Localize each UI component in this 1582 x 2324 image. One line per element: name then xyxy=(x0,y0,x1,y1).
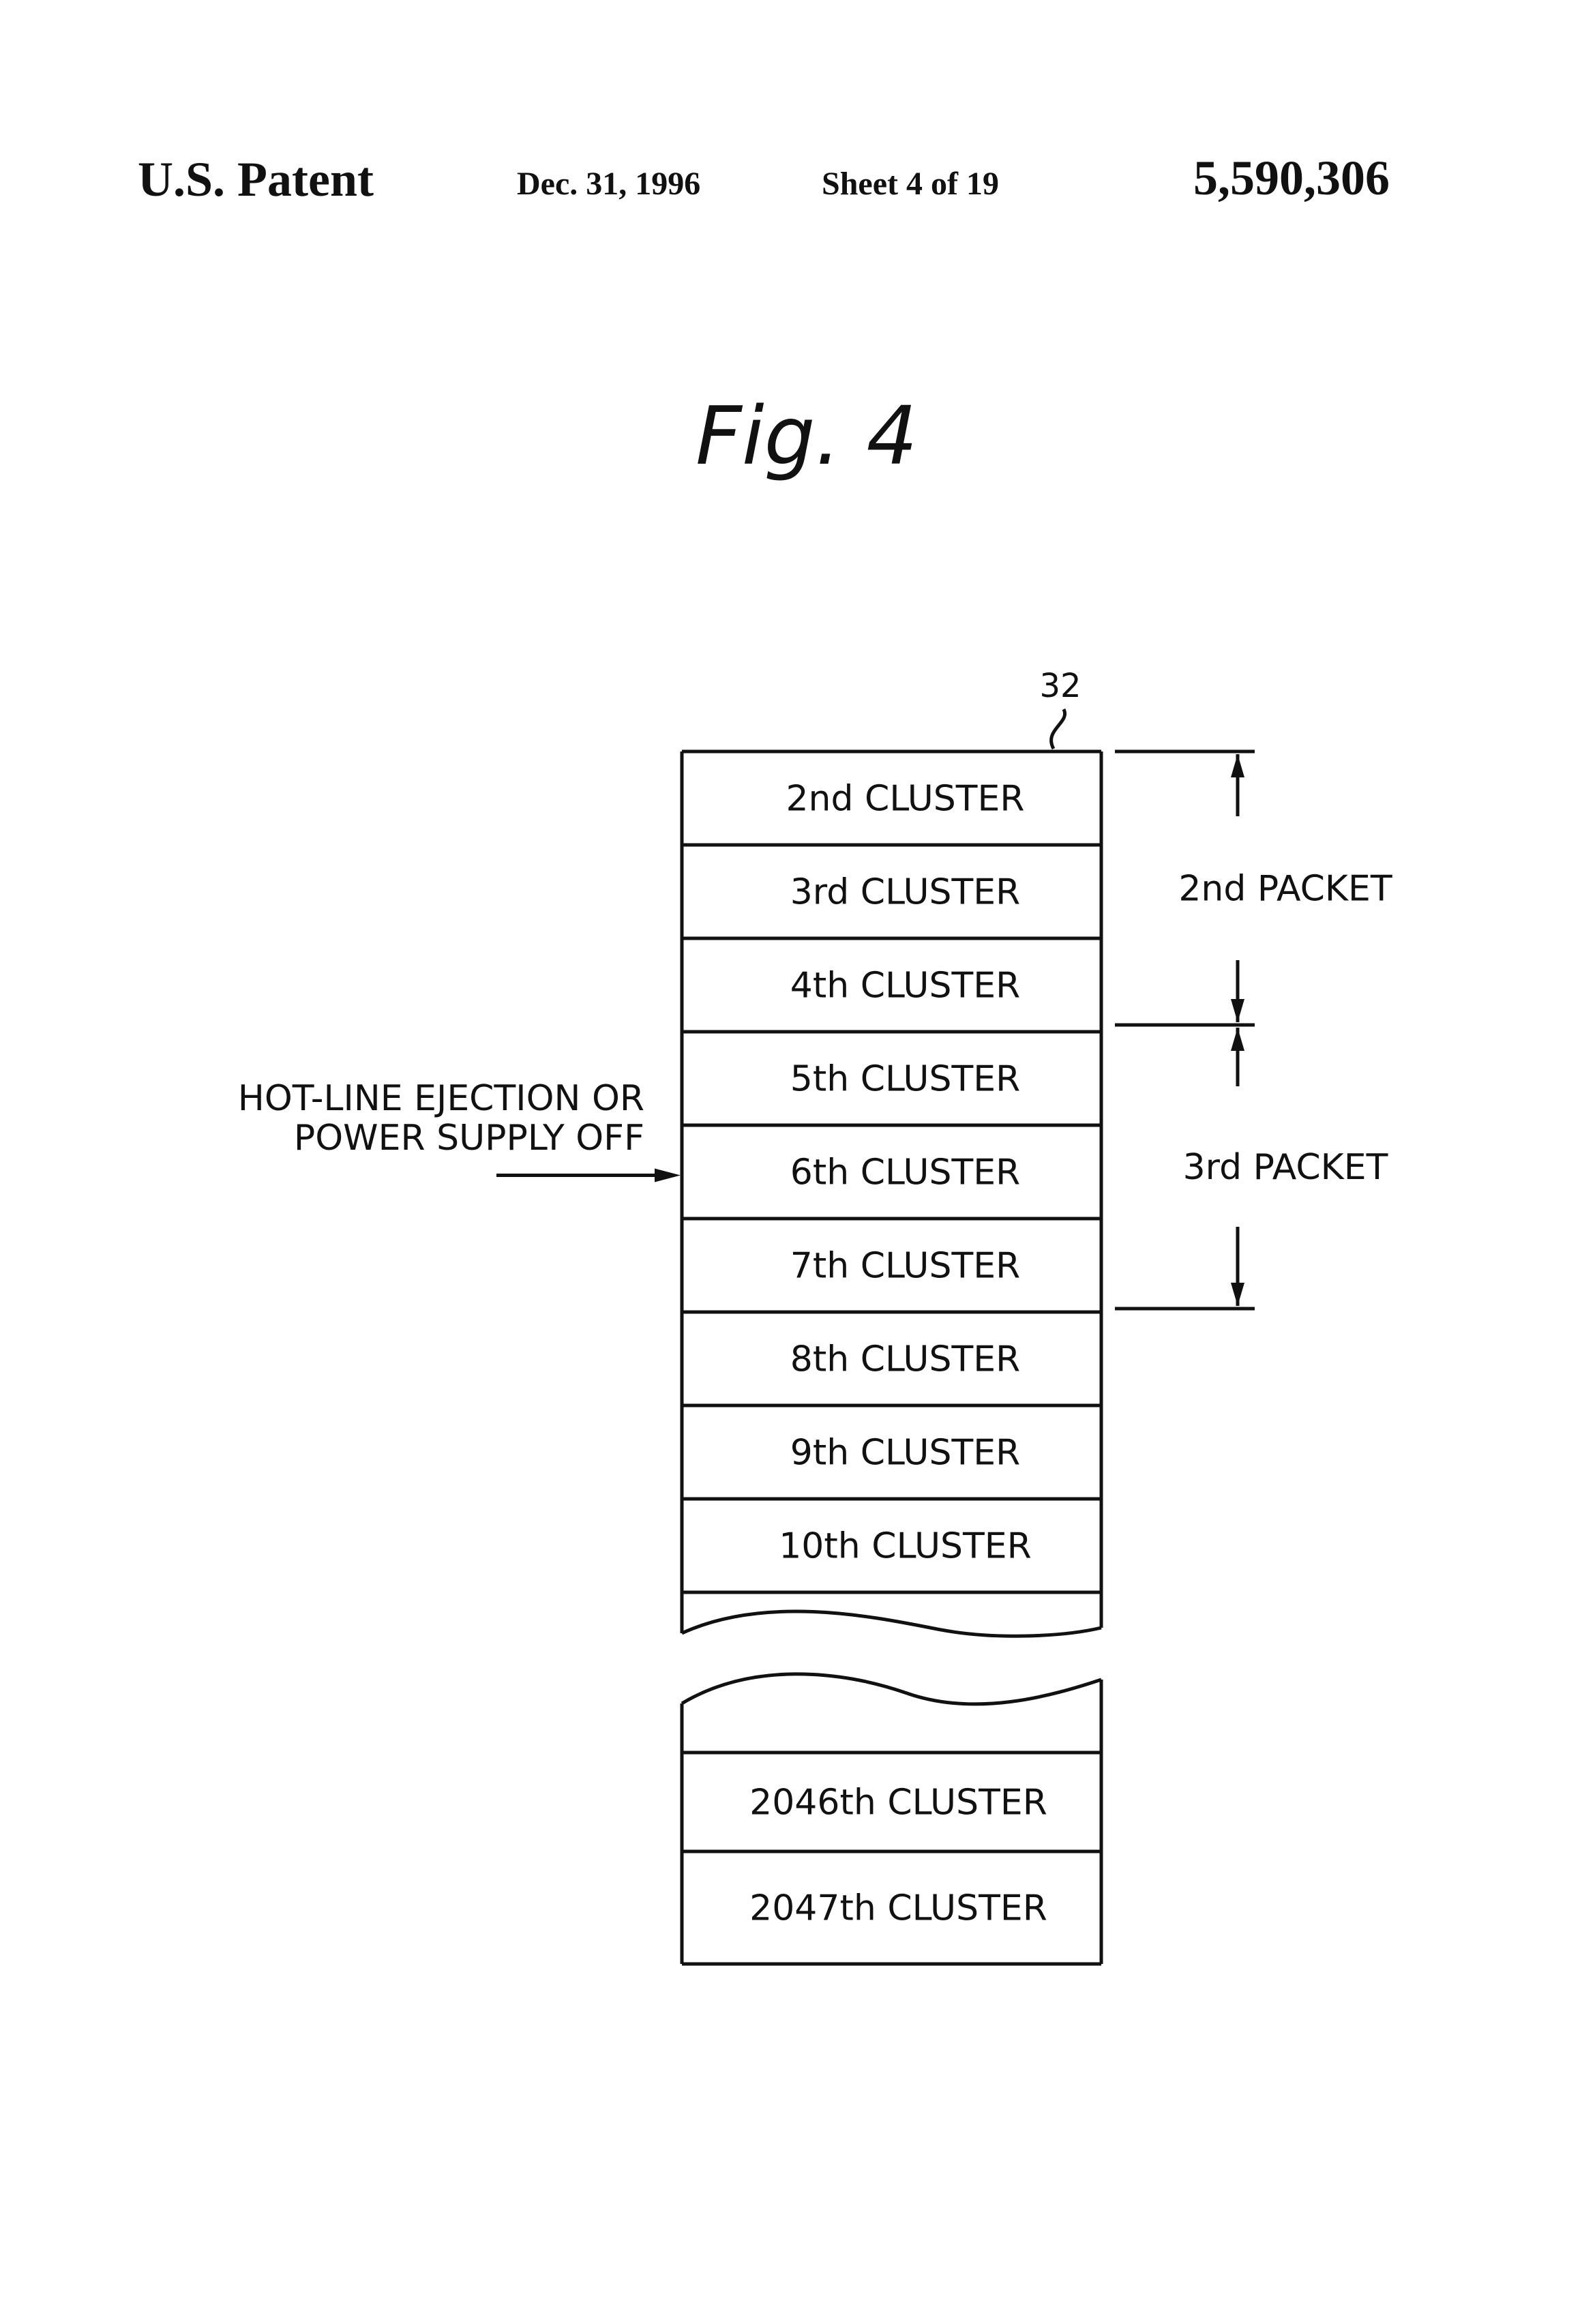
packet-label: 3rd PACKET xyxy=(1183,1147,1388,1188)
cluster-label: 6th CLUSTER xyxy=(790,1152,1020,1193)
cluster-label: 9th CLUSTER xyxy=(790,1433,1020,1474)
event-label-line2: POWER SUPPLY OFF xyxy=(294,1118,644,1159)
cluster-label: 4th CLUSTER xyxy=(790,966,1020,1007)
event-arrow-head xyxy=(655,1169,681,1182)
arrow-head xyxy=(1231,1028,1244,1051)
reference-leader xyxy=(1051,709,1065,749)
packet-label: 2nd PACKET xyxy=(1178,869,1392,910)
cluster-label: 7th CLUSTER xyxy=(790,1246,1020,1287)
cluster-label: 2046th CLUSTER xyxy=(749,1783,1047,1823)
cluster-label: 3rd CLUSTER xyxy=(790,872,1021,913)
upper-break-wave xyxy=(682,1611,1101,1636)
cluster-label: 8th CLUSTER xyxy=(790,1339,1020,1380)
cluster-label: 2nd CLUSTER xyxy=(786,779,1024,820)
lower-break-wave xyxy=(682,1674,1101,1704)
cluster-label: 10th CLUSTER xyxy=(779,1526,1032,1567)
cluster-label: 2047th CLUSTER xyxy=(749,1888,1047,1929)
arrow-head xyxy=(1231,1283,1244,1306)
arrow-head xyxy=(1231,754,1244,777)
arrow-head xyxy=(1231,999,1244,1022)
cluster-label: 5th CLUSTER xyxy=(790,1059,1020,1100)
event-label-line1: HOT-LINE EJECTION OR xyxy=(238,1078,644,1119)
reference-numeral: 32 xyxy=(1039,667,1081,705)
